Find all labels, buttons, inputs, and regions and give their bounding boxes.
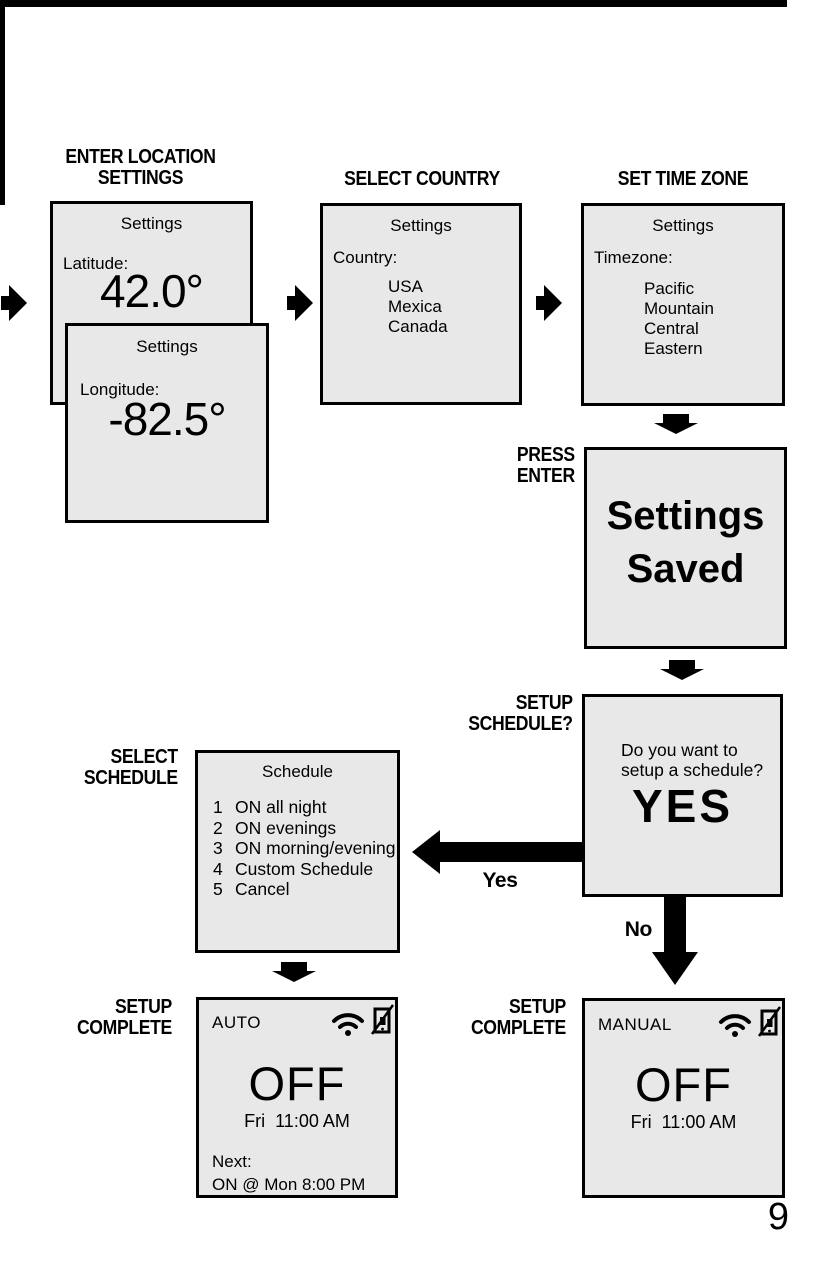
step-label-location: ENTER LOCATION SETTINGS [65,146,216,189]
wifi-icon [332,1013,364,1036]
yes-branch-label: Yes [482,869,518,892]
status-datetime: Fri 11:00 AM [244,1111,350,1131]
screen-schedule-menu: Schedule 1 ON all night 2 ON evenings 3 ON … [195,750,400,953]
mode-label: MANUAL [598,1015,672,1034]
item-text: Cancel [235,879,290,899]
arrow-left-yes-icon [412,830,582,874]
wifi-icon [719,1014,751,1037]
screen-status-manual: MANUAL OFF Fri 11:00 AM [582,998,785,1198]
schedule-question: Do you want to setup a schedule? [621,740,764,780]
step-label-country: SELECT COUNTRY [344,168,500,190]
step-label-press-enter: PRESS ENTER [517,444,575,487]
arrow-down-icon [272,962,316,982]
latitude-value: 42.0° [100,265,204,317]
step-label-setup-complete-manual: SETUP COMPLETE [471,996,566,1039]
arrow-down-icon [654,414,698,434]
next-value: ON @ Mon 8:00 PM [212,1175,366,1194]
screen-settings-saved: Settings Saved [584,447,787,649]
power-status: OFF [248,1057,346,1110]
latitude-field-label: Latitude: [63,254,129,273]
arrow-right-icon [1,285,27,321]
screen-country: Settings Country: USA Mexica Canada [320,203,522,405]
country-option: USA [388,277,423,296]
next-label: Next: [212,1152,252,1171]
no-branch-label: No [624,918,653,941]
schedule-menu-item: 5 Cancel [198,879,397,900]
schedule-menu-item: 1 ON all night [198,797,397,818]
arrow-down-no-icon [652,897,698,985]
schedule-answer: YES [631,780,734,832]
item-text: ON all night [235,797,327,817]
screen-title: Schedule [262,762,333,781]
timezone-option: Central [644,319,699,338]
schedule-menu-item: 4 Custom Schedule [198,859,397,880]
schedule-menu: 1 ON all night 2 ON evenings 3 ON morning/e… [198,797,397,900]
screen-schedule-confirm: Do you want to setup a schedule? YES [582,694,783,897]
country-options: USA Mexica Canada [388,277,448,337]
country-option: Mexica [388,297,442,316]
longitude-field-label: Longitude: [80,380,160,399]
saved-message: Settings Saved [606,494,765,591]
arrow-right-icon [536,285,562,321]
arrow-down-icon [660,660,704,680]
status-datetime: Fri 11:00 AM [630,1112,737,1132]
left-edge-bar [0,0,5,205]
timezone-option: Eastern [644,339,703,358]
item-number: 4 [213,858,223,879]
screen-timezone: Settings Timezone: Pacific Mountain Cent… [581,203,785,406]
page-number: 9 [767,1196,789,1238]
longitude-value: -82.5° [108,393,226,445]
screen-title: Settings [120,214,183,233]
screen-status-auto: AUTO OFF Fri 11:00 AM Next: ON @ Mon 8:0… [196,997,398,1198]
item-text: Custom Schedule [235,858,374,879]
item-number: 5 [213,879,223,899]
top-rule [0,0,787,7]
item-text: ON evenings [235,817,337,838]
item-number: 2 [213,817,223,838]
step-label-select-schedule: SELECT SCHEDULE [84,746,178,789]
screen-title: Settings [652,216,714,235]
step-label-timezone: SET TIME ZONE [617,168,749,190]
schedule-menu-item: 2 ON evenings [198,818,397,839]
power-status: OFF [635,1058,732,1111]
switch-icon [757,1006,782,1037]
country-option: Canada [388,317,448,336]
step-label-setup-complete-auto: SETUP COMPLETE [77,996,172,1039]
timezone-option: Pacific [644,279,695,298]
item-number: 1 [213,797,223,817]
screen-longitude: Settings Longitude: -82.5° [65,323,269,523]
arrow-right-icon [287,285,313,321]
screen-title: Settings [136,337,198,356]
timezone-option: Mountain [644,299,714,318]
item-text: ON morning/evening [235,838,396,858]
timezone-field-label: Timezone: [594,248,673,267]
mode-label: AUTO [212,1013,261,1032]
timezone-options: Pacific Mountain Central Eastern [644,279,714,359]
switch-icon [370,1004,395,1035]
screen-title: Settings [390,216,452,235]
country-field-label: Country: [333,248,398,267]
item-number: 3 [213,838,223,858]
step-label-setup-schedule: SETUP SCHEDULE? [468,692,574,735]
schedule-menu-item: 3 ON morning/evening [198,838,397,859]
